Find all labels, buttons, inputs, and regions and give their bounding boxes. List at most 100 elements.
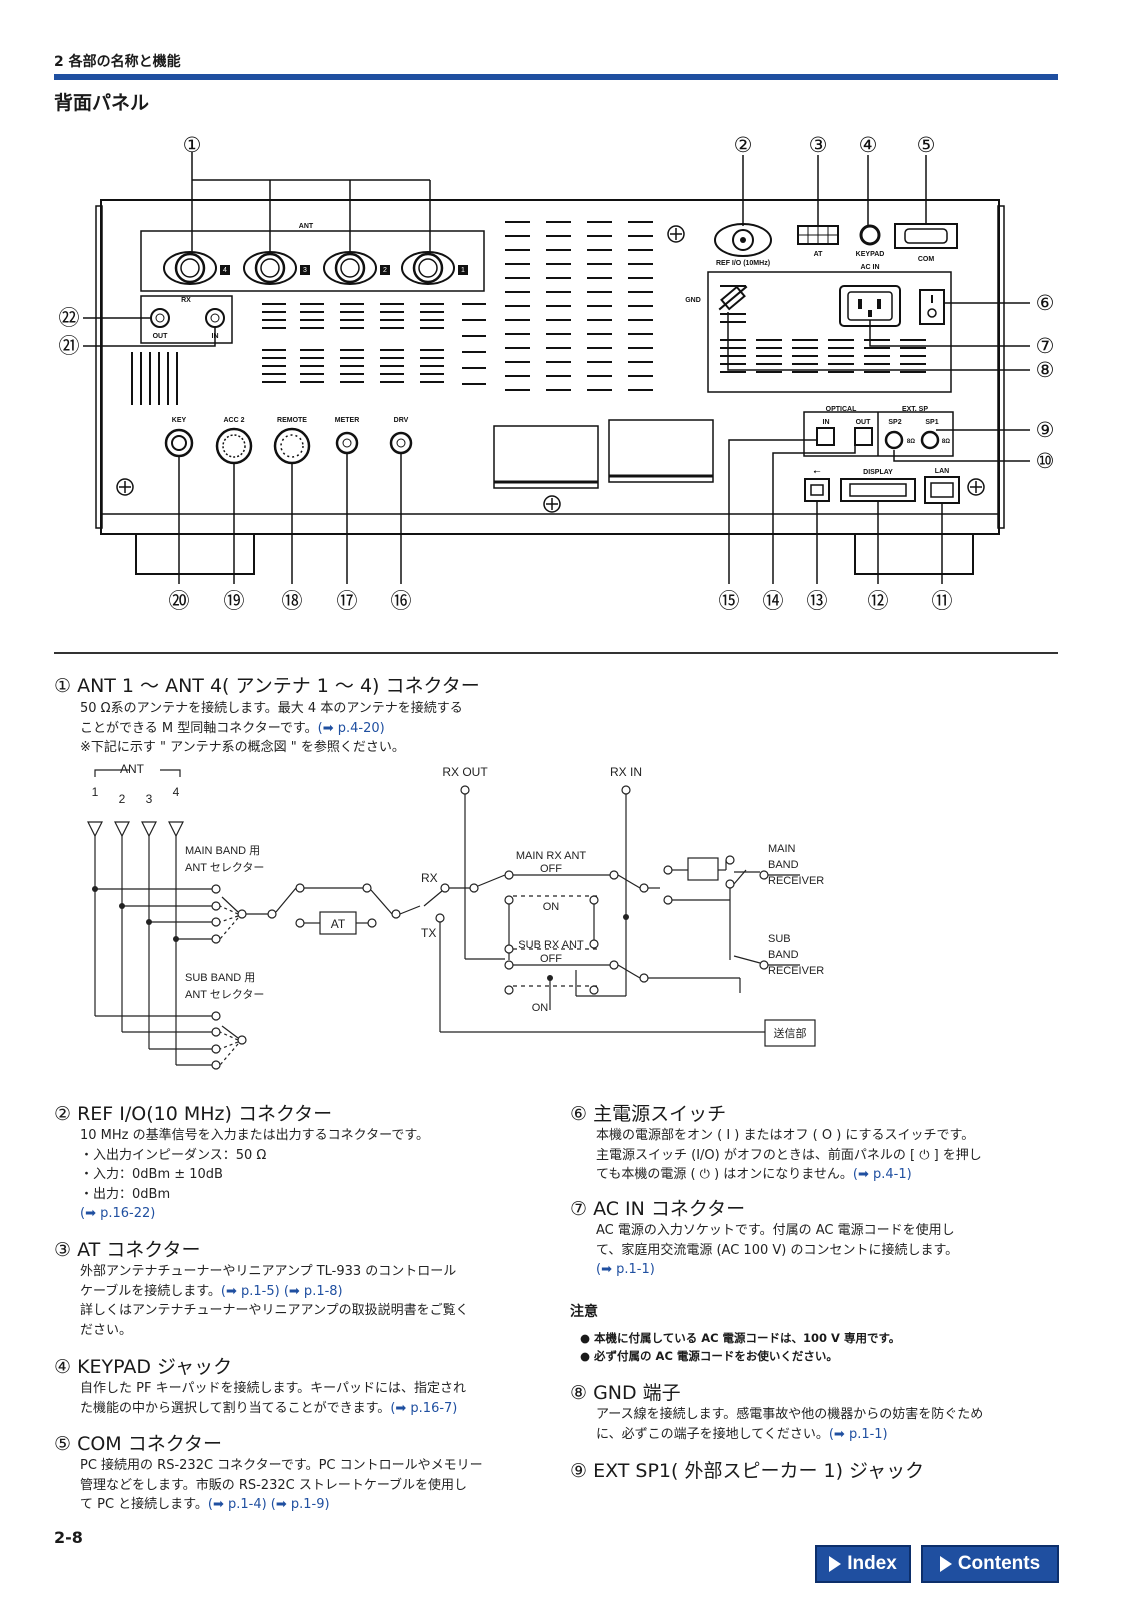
right-foot xyxy=(854,533,974,575)
acc2-connector xyxy=(215,427,253,465)
screws xyxy=(116,225,985,513)
ant-num-3: 3 xyxy=(303,267,307,274)
ext-sp-label: EXT. SP xyxy=(902,406,928,413)
item-4-ref-link[interactable]: (➡ p.16-7) xyxy=(390,1400,458,1416)
callout-20: ⑳ xyxy=(169,590,190,613)
item-4-line-2: た機能の中から選択して割り当てることができます。 xyxy=(80,1400,391,1416)
diagram-sub-rx-ant: SUB RX ANT xyxy=(518,939,584,951)
diagram-ant-3: 3 xyxy=(146,792,153,806)
ext-sp2-jack xyxy=(884,430,904,450)
callout-3: ③ xyxy=(809,134,828,157)
key-label: KEY xyxy=(172,417,187,424)
ac-in-label: AC IN xyxy=(860,264,879,271)
diagram-ant-label: ANT xyxy=(120,762,145,776)
callout-4: ④ xyxy=(859,134,878,157)
callout-21: ㉑ xyxy=(59,335,80,358)
rx-in-jack xyxy=(205,308,225,328)
blank-cover-right xyxy=(608,419,714,483)
usb-port xyxy=(804,478,830,502)
ref-io-label: REF I/O (10MHz) xyxy=(716,260,770,267)
optical-out-port xyxy=(854,427,873,446)
item-2-line-2: ・入出力インピーダンス：50 Ω xyxy=(80,1147,267,1163)
lan-label: LAN xyxy=(935,468,949,475)
item-2-ref-link[interactable]: (➡ p.16-22) xyxy=(80,1206,156,1221)
item-3-ref-link[interactable]: (➡ p.1-5) (➡ p.1-8) xyxy=(220,1283,343,1299)
item-8-ref-link[interactable]: (➡ p.1-1) xyxy=(828,1426,888,1442)
diagram-main-sel-1: MAIN BAND 用 xyxy=(185,845,260,857)
item-2-line-4: ・出力：0dBm xyxy=(80,1186,171,1202)
item-3-line-4: ださい。 xyxy=(80,1322,133,1338)
gnd-label: GND xyxy=(685,297,701,304)
callout-6: ⑥ xyxy=(1036,292,1055,315)
sp1-ohm-label: 8Ω xyxy=(942,439,950,445)
key-jack xyxy=(164,428,194,458)
ac-in-panel xyxy=(707,271,952,393)
chapter-heading: 2 各部の名称と機能 xyxy=(54,54,181,70)
callout-13: ⑬ xyxy=(807,590,828,613)
item-3-line-2: ケーブルを接続します。 xyxy=(80,1283,221,1299)
optical-in-port xyxy=(816,427,835,446)
item-2-line-1: 10 MHz の基準信号を入力または出力するコネクターです。 xyxy=(80,1128,430,1143)
callout-7: ⑦ xyxy=(1036,335,1055,358)
callout-15: ⑮ xyxy=(719,590,740,613)
contents-button-label: Contents xyxy=(957,1553,1041,1574)
item-6-body: 本機の電源部をオン ( I ) またはオフ ( O ) にするスイッチです。 主… xyxy=(596,1126,1060,1185)
rx-out-label: OUT xyxy=(153,333,169,340)
item-2-body: 10 MHz の基準信号を入力または出力するコネクターです。 ・入出力インピーダ… xyxy=(80,1126,550,1224)
item-6-line-3: ても本機の電源 ( ⏻ ) はオンになりません。 xyxy=(596,1167,853,1182)
remote-connector xyxy=(273,427,311,465)
callout-10: ⑩ xyxy=(1036,450,1055,473)
item-8-line-1: アース線を接続します。感電事故や他の機器からの妨害を防ぐため xyxy=(596,1407,984,1422)
play-icon xyxy=(939,1556,952,1572)
sp1-label: SP1 xyxy=(925,419,938,426)
meter-label: METER xyxy=(335,417,360,424)
drv-jack xyxy=(389,431,413,455)
optical-out-label: OUT xyxy=(856,419,872,426)
antenna-system-diagram: ANT 1 2 3 4 RX OUT RX IN MAIN BAND 用 ANT… xyxy=(87,762,824,1070)
diagram-main-recv-2: BAND xyxy=(768,859,799,871)
diagram-sub-sel-2: ANT セレクター xyxy=(185,988,264,1001)
item-6-ref-link[interactable]: (➡ p.4-1) xyxy=(852,1167,912,1182)
item-1-line-2: ことができる M 型同軸コネクターです。 xyxy=(80,720,318,736)
rx-panel-label: RX xyxy=(181,297,191,304)
remote-label: REMOTE xyxy=(277,417,307,424)
sp2-ohm-label: 8Ω xyxy=(907,439,915,445)
item-8-body: アース線を接続します。感電事故や他の機器からの妨害を防ぐため に、必ずこの端子を… xyxy=(596,1405,1060,1444)
item-5-body: PC 接続用の RS-232C コネクターです。PC コントロールやメモリー 管… xyxy=(80,1456,550,1515)
note-list: 本機に付属している AC 電源コードは、100 V 専用です。 必ず付属の AC… xyxy=(580,1329,1060,1365)
page-number: 2-8 xyxy=(54,1528,83,1547)
item-5-ref-link[interactable]: (➡ p.1-4) (➡ p.1-9) xyxy=(207,1497,330,1512)
contents-button[interactable]: Contents xyxy=(921,1545,1059,1583)
item-4-body: 自作した PF キーパッドを接続します。キーパッドには、指定され た機能の中から… xyxy=(80,1379,550,1418)
diagram-ant-2: 2 xyxy=(119,792,126,806)
item-7-body: AC 電源の入力ソケットです。付属の AC 電源コードを使用し て、家庭用交流電… xyxy=(596,1221,1060,1280)
item-5-line-1: PC 接続用の RS-232C コネクターです。PC コントロールやメモリー xyxy=(80,1458,483,1473)
item-6-title: ⑥ 主電源スイッチ xyxy=(570,1103,727,1125)
rx-out-jack xyxy=(150,308,170,328)
index-button[interactable]: Index xyxy=(815,1545,911,1583)
item-7-line-1: AC 電源の入力ソケットです。付属の AC 電源コードを使用し xyxy=(596,1223,955,1238)
drv-label: DRV xyxy=(394,417,409,424)
item-7-ref-link[interactable]: (➡ p.1-1) xyxy=(596,1262,655,1277)
left-foot xyxy=(135,533,255,575)
diagram-rx-out: RX OUT xyxy=(442,765,488,779)
item-4-title: ④ KEYPAD ジャック xyxy=(54,1356,233,1378)
callout-17: ⑰ xyxy=(337,590,358,613)
diagram-main-sel-2: ANT セレクター xyxy=(185,861,264,874)
diagram-rx-in: RX IN xyxy=(610,765,642,779)
diagram-main-rx-ant: MAIN RX ANT xyxy=(516,850,587,862)
item-4-line-1: 自作した PF キーパッドを接続します。キーパッドには、指定され xyxy=(80,1381,467,1396)
keypad-label: KEYPAD xyxy=(856,251,885,258)
diagram-sub-sel-1: SUB BAND 用 xyxy=(185,972,255,984)
item-3-line-3: 詳しくはアンテナチューナーやリニアアンプの取扱説明書をご覧く xyxy=(80,1303,469,1318)
item-3-title: ③ AT コネクター xyxy=(54,1239,201,1261)
item-1-ref-link[interactable]: (➡ p.4-20) xyxy=(317,720,385,736)
chassis-outline xyxy=(100,199,1000,535)
callout-12: ⑫ xyxy=(868,590,889,613)
note-item: 必ず付属の AC 電源コードをお使いください。 xyxy=(580,1347,1060,1365)
callout-leaders xyxy=(83,152,1030,584)
item-6-line-2: 主電源スイッチ (I/O) がオフのときは、前面パネルの [ ⏻ ] を押し xyxy=(596,1147,982,1163)
item-2-line-3: ・入力：0dBm ± 10dB xyxy=(80,1167,223,1182)
diagram-sub-recv-3: RECEIVER xyxy=(768,965,824,977)
callout-2: ② xyxy=(734,134,753,157)
